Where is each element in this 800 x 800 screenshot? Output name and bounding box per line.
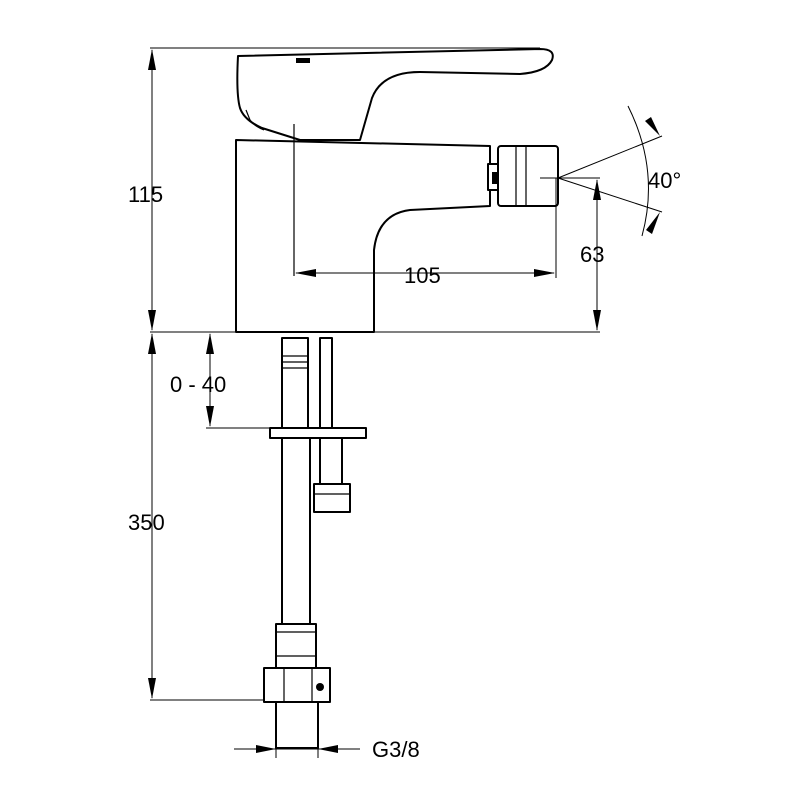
label-spray-angle: 40°	[648, 168, 681, 193]
lever-inner-line	[245, 109, 265, 131]
label-spout-height: 63	[580, 242, 604, 267]
thread-stub	[275, 701, 319, 749]
label-spout-reach: 105	[404, 263, 441, 288]
pull-rod-lower	[319, 437, 343, 485]
hex-nut-hole	[316, 683, 324, 691]
dimension-labels: 115 105 63 40° 0 - 40 350 G3/8	[128, 168, 681, 762]
label-thread: G3/8	[372, 737, 420, 762]
dim-105-arrow-left	[295, 269, 316, 277]
dim-deck-arrow-bottom	[206, 406, 214, 427]
label-hose-length: 350	[128, 510, 165, 535]
dim-63-arrow-bottom	[593, 310, 601, 331]
label-height-body: 115	[128, 182, 163, 207]
angle-arc	[627, 105, 649, 237]
dim-115-arrow-bottom	[148, 310, 156, 331]
spray-head	[487, 145, 559, 207]
flexible-hose	[281, 437, 311, 625]
angle-arrow-upper	[645, 117, 660, 136]
dim-thread-arrow-left	[256, 745, 276, 753]
hex-nut	[263, 667, 331, 703]
dimension-lines	[148, 47, 663, 758]
dim-63-arrow-top	[593, 179, 601, 200]
hose-ferrule	[275, 623, 317, 669]
rod-upper	[281, 337, 309, 429]
lever-handle	[236, 48, 554, 141]
spray-body	[497, 145, 559, 207]
spray-connector	[492, 172, 498, 184]
pull-rod	[319, 337, 333, 429]
angle-line-upper	[557, 135, 663, 179]
label-deck-thickness: 0 - 40	[170, 372, 226, 397]
dim-350-arrow-bottom	[148, 678, 156, 699]
threaded-rod	[281, 337, 309, 429]
lever-slot	[296, 58, 310, 63]
dim-350-arrow-top	[148, 333, 156, 354]
dim-115-arrow-top	[148, 49, 156, 70]
faucet-body	[235, 139, 491, 333]
dim-105-arrow-right	[534, 269, 555, 277]
angle-arrow-lower	[646, 212, 660, 234]
mounting-flange	[269, 427, 367, 439]
faucet-assembly	[235, 48, 559, 749]
dim-deck-arrow-top	[206, 333, 214, 354]
angle-line-lower	[557, 177, 663, 213]
dim-thread-arrow-right	[318, 745, 338, 753]
pull-rod-nut	[313, 483, 351, 513]
